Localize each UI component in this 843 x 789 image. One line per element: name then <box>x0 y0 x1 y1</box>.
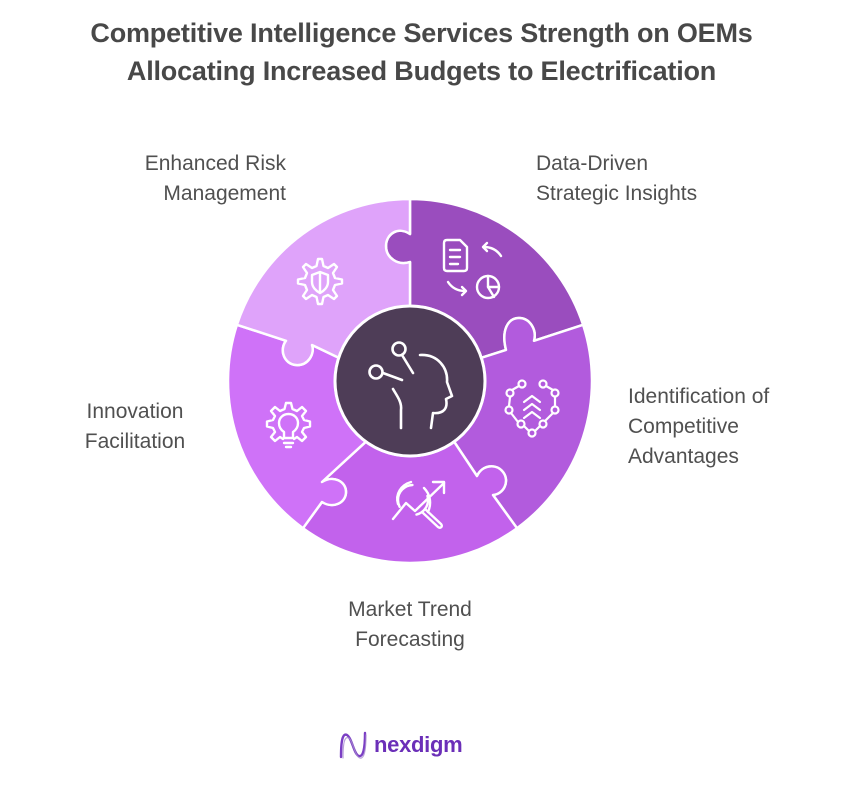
label-line: Forecasting <box>355 628 465 651</box>
label-line: Competitive <box>628 415 739 438</box>
label-line: Management <box>163 182 286 205</box>
head-with-nodes-icon <box>368 341 454 430</box>
label-line: Innovation <box>86 400 184 423</box>
label-identification-of-competitive-advantages: Identification of Competitive Advantages <box>628 382 769 472</box>
gear-lightbulb-icon <box>265 401 312 449</box>
document-pie-chart-cycle-icon <box>442 238 503 300</box>
label-enhanced-risk-management: Enhanced Risk Management <box>108 149 286 209</box>
label-line: Strategic Insights <box>536 182 698 205</box>
logo-text: nexdigm <box>374 732 463 757</box>
segment-enhanced-risk-management <box>235 197 412 367</box>
label-innovation-facilitation: Innovation Facilitation <box>50 397 220 457</box>
label-data-driven-strategic-insights: Data-Driven Strategic Insights <box>536 149 697 209</box>
label-line: Advantages <box>628 445 739 468</box>
label-market-trend-forecasting: Market Trend Forecasting <box>310 595 510 655</box>
network-chevrons-up-icon <box>504 379 560 438</box>
label-line: Enhanced Risk <box>144 152 286 175</box>
wave-n-logo-icon <box>339 731 367 759</box>
diagram-title: Competitive Intelligence Services Streng… <box>0 14 843 90</box>
title-line-1: Competitive Intelligence Services Streng… <box>90 18 753 48</box>
label-line: Market Trend <box>348 598 472 621</box>
title-line-2: Allocating Increased Budgets to Electrif… <box>126 56 717 86</box>
label-line: Data-Driven <box>536 152 649 175</box>
nexdigm-logo: nexdigm <box>338 729 463 761</box>
trend-magnifier-icon <box>391 480 446 529</box>
center-hub <box>333 304 487 458</box>
label-line: Identification of <box>628 385 770 408</box>
label-line: Facilitation <box>84 430 186 453</box>
gear-shield-icon <box>296 257 344 306</box>
